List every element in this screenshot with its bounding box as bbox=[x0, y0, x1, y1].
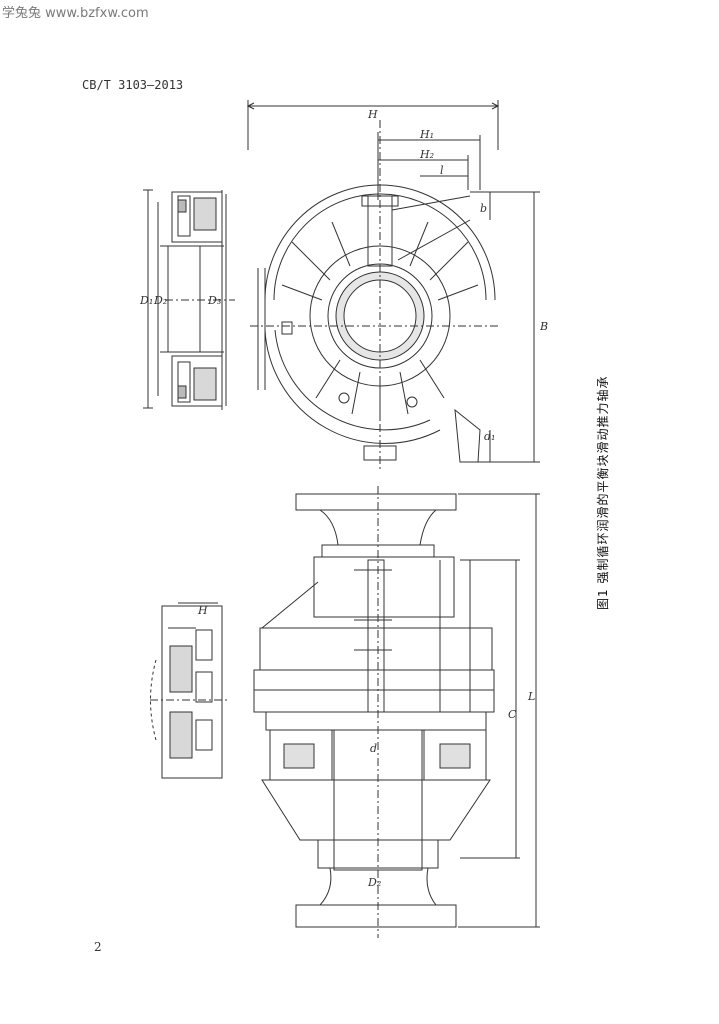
page-number: 2 bbox=[94, 940, 102, 954]
figure-caption: 图1 强制循环润滑的平衡块滑动推力轴承 bbox=[596, 375, 610, 610]
side-elevation bbox=[253, 486, 540, 938]
dim-d: d bbox=[370, 742, 377, 755]
dim-b: b bbox=[480, 202, 487, 215]
dim-h-small: H bbox=[197, 604, 208, 617]
end-view bbox=[246, 100, 540, 470]
dim-h2: H₂ bbox=[419, 148, 434, 161]
left-section-view bbox=[143, 189, 235, 410]
dim-d1-left: D₁ bbox=[139, 294, 153, 307]
dim-b-large: B bbox=[539, 320, 548, 333]
watermark: 学兔兔 www.bzfxw.com bbox=[2, 6, 149, 21]
dim-l: l bbox=[440, 164, 444, 177]
dim-d3-left: D₃ bbox=[207, 294, 221, 307]
dim-d-bottom: D₂ bbox=[367, 876, 381, 889]
dim-h-top: H bbox=[367, 108, 378, 121]
detail-view bbox=[150, 602, 230, 779]
dim-c: C bbox=[508, 708, 517, 721]
dim-d1: d₁ bbox=[484, 430, 495, 443]
dim-d2-left: D₂ bbox=[153, 294, 167, 307]
dim-h1: H₁ bbox=[419, 128, 434, 141]
standard-code: CB/T 3103—2013 bbox=[82, 78, 184, 92]
dim-l-large: L bbox=[527, 690, 535, 703]
